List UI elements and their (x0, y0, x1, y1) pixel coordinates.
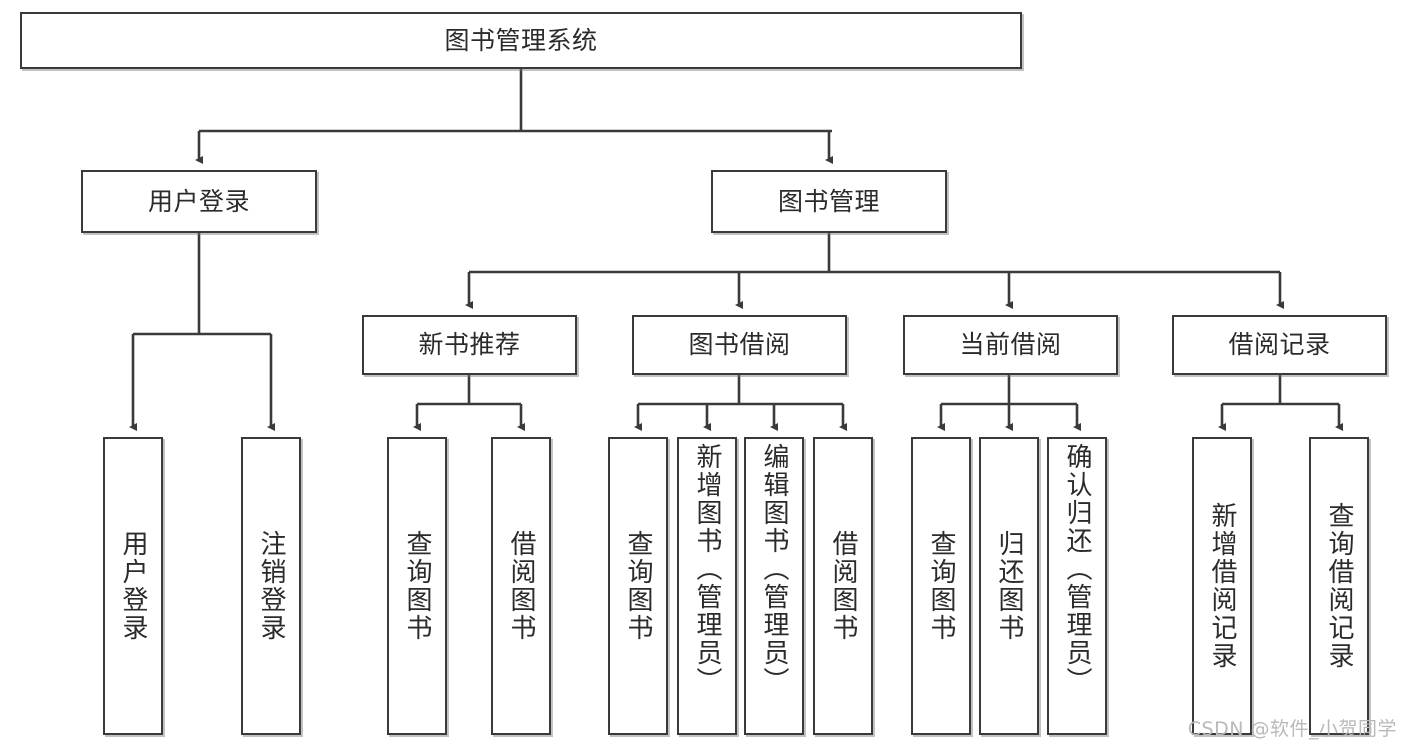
leaf-add-borrow-record[interactable]: 新增借阅记录 (1192, 437, 1252, 735)
watermark: CSDN @软件_小贺同学 (1187, 718, 1397, 740)
leaf-query-book-borrow[interactable]: 查询图书 (608, 437, 668, 735)
node-label: 编辑图书（管理员） (759, 443, 789, 695)
leaf-add-book-admin[interactable]: 新增图书（管理员） (677, 437, 737, 735)
leaf-user-login[interactable]: 用户登录 (103, 437, 163, 735)
node-label: 图书借阅 (688, 330, 791, 359)
node-label: 注销登录 (256, 530, 286, 642)
leaf-logout[interactable]: 注销登录 (241, 437, 301, 735)
leaf-borrow-book-recommend[interactable]: 借阅图书 (491, 437, 551, 735)
leaf-query-book-recommend[interactable]: 查询图书 (387, 437, 447, 735)
leaf-return-book[interactable]: 归还图书 (979, 437, 1039, 735)
node-label: 新增借阅记录 (1207, 502, 1237, 670)
node-label: 新书推荐 (418, 330, 521, 359)
leaf-confirm-return-admin[interactable]: 确认归还（管理员） (1047, 437, 1107, 735)
node-label: 查询图书 (623, 530, 653, 642)
node-label: 当前借阅 (959, 330, 1062, 359)
node-label: 归还图书 (994, 530, 1024, 642)
node-user-login[interactable]: 用户登录 (81, 170, 317, 233)
node-label: 图书管理 (777, 186, 880, 216)
leaf-query-borrow-record[interactable]: 查询借阅记录 (1309, 437, 1369, 735)
node-label: 用户登录 (147, 186, 250, 216)
node-borrow-record[interactable]: 借阅记录 (1172, 315, 1387, 375)
leaf-edit-book-admin[interactable]: 编辑图书（管理员） (744, 437, 804, 735)
node-label: 借阅图书 (506, 530, 536, 642)
leaf-borrow-book[interactable]: 借阅图书 (813, 437, 873, 735)
node-label: 用户登录 (118, 530, 148, 642)
node-new-book-recommend[interactable]: 新书推荐 (362, 315, 577, 375)
node-label: 新增图书（管理员） (692, 443, 722, 695)
node-label: 查询借阅记录 (1324, 502, 1354, 670)
node-label: 借阅记录 (1228, 330, 1331, 359)
leaf-query-book-current[interactable]: 查询图书 (911, 437, 971, 735)
node-label: 查询图书 (926, 530, 956, 642)
node-label: 借阅图书 (828, 530, 858, 642)
node-book-management[interactable]: 图书管理 (711, 170, 947, 233)
node-current-borrow[interactable]: 当前借阅 (903, 315, 1118, 375)
node-root-system[interactable]: 图书管理系统 (20, 12, 1022, 69)
node-label: 查询图书 (402, 530, 432, 642)
node-label: 图书管理系统 (444, 25, 598, 55)
node-book-borrow[interactable]: 图书借阅 (632, 315, 847, 375)
node-label: 确认归还（管理员） (1062, 443, 1092, 695)
